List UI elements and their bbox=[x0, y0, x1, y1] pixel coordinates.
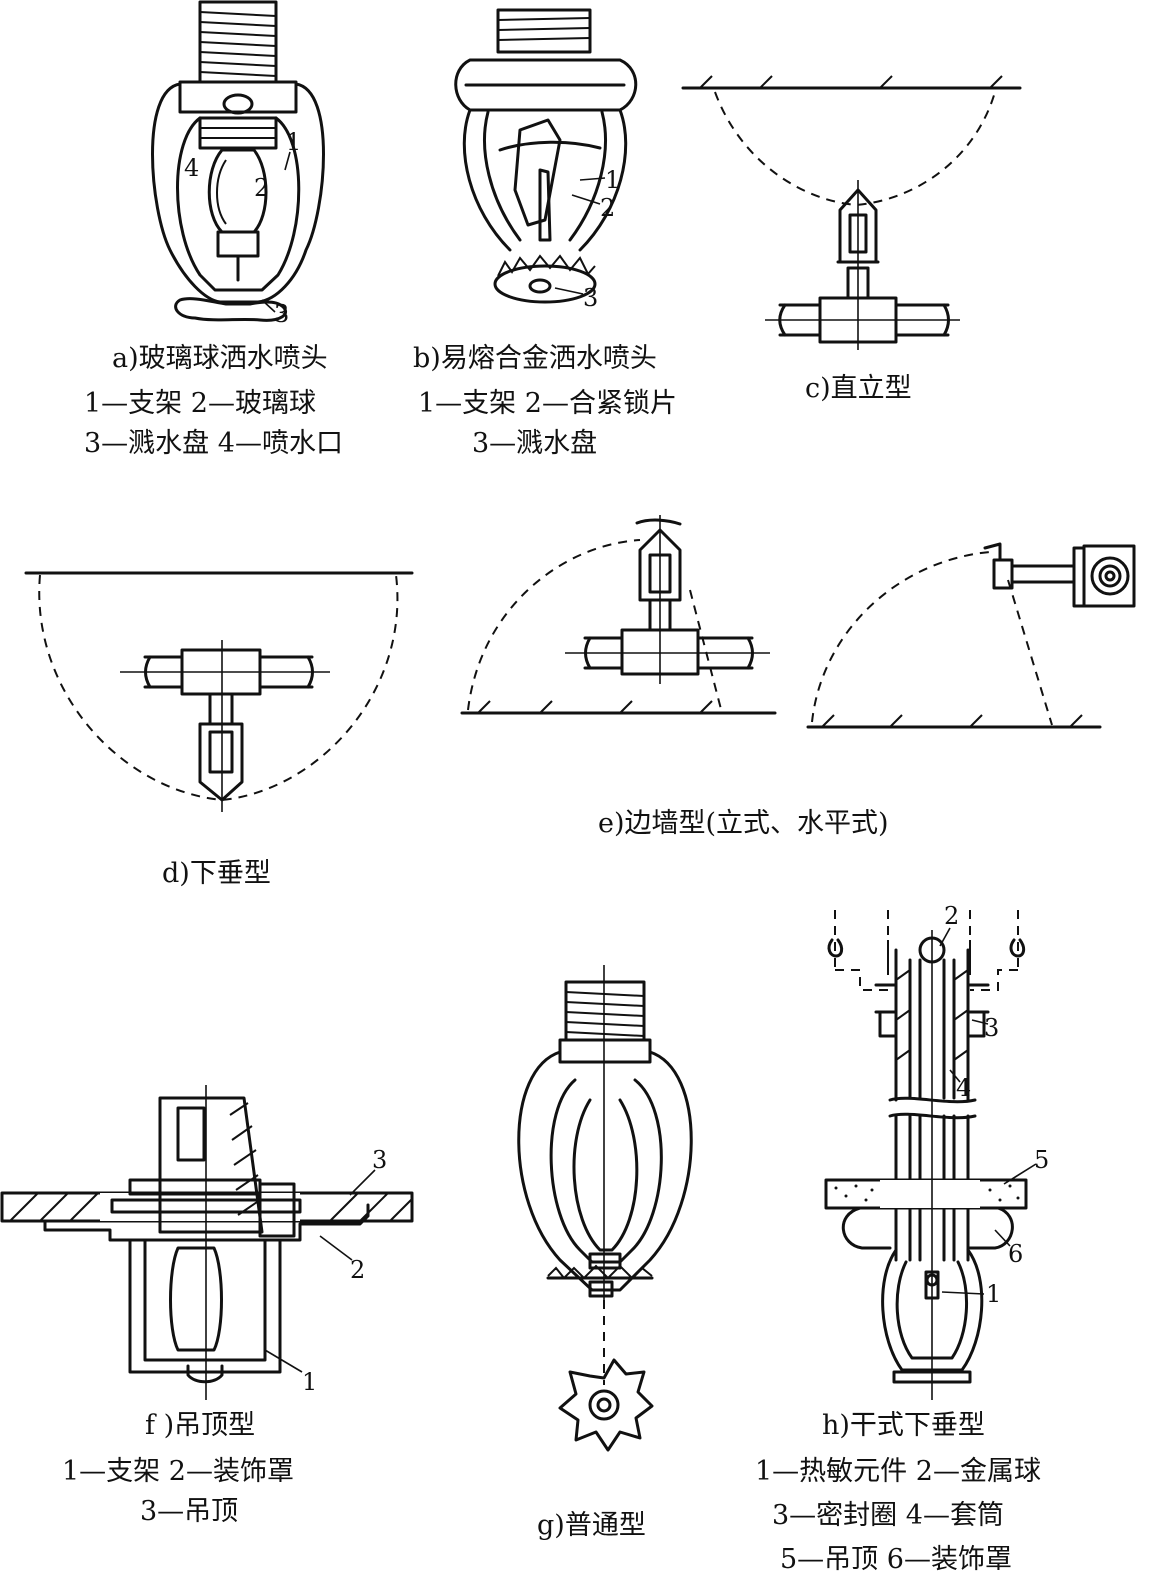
figure-b-legend-line-1: 1—支架 2—合紧锁片 bbox=[418, 388, 677, 419]
figure-h-label-2: 2 bbox=[944, 902, 959, 930]
figure-a-caption: a)玻璃球洒水喷头 bbox=[112, 343, 328, 374]
figure-e-caption: e)边墙型(立式、水平式) bbox=[598, 808, 889, 839]
figure-h-legend-line-3: 5—吊顶 6—装饰罩 bbox=[780, 1544, 1012, 1575]
figure-h-legend-line-2: 3—密封圈 4—套筒 bbox=[772, 1500, 1004, 1531]
figure-a-legend-line-2: 3—溅水盘 4—喷水口 bbox=[84, 428, 343, 459]
figure-h-label-6: 6 bbox=[1008, 1240, 1023, 1268]
figure-b-label-3: 3 bbox=[583, 284, 598, 312]
figure-b-label-1: 1 bbox=[605, 166, 620, 194]
figure-b-label-2: 2 bbox=[600, 194, 615, 222]
figure-a-label-4: 4 bbox=[184, 154, 199, 182]
figure-b-drawing: 1 2 3 bbox=[454, 8, 638, 312]
figure-f-label-1: 1 bbox=[302, 1368, 317, 1396]
figure-h-label-1: 1 bbox=[986, 1280, 1001, 1308]
figure-a-label-3: 3 bbox=[274, 300, 289, 328]
figure-a-label-2: 2 bbox=[254, 174, 269, 202]
figure-f-caption: f )吊顶型 bbox=[145, 1410, 256, 1441]
figure-f-legend-line-2: 3—吊顶 bbox=[140, 1496, 239, 1527]
figure-h-drawing: 2 3 4 5 6 1 bbox=[824, 902, 1049, 1400]
figure-d-caption: d)下垂型 bbox=[162, 858, 271, 889]
figure-h-caption: h)干式下垂型 bbox=[822, 1410, 985, 1441]
figure-h-label-3: 3 bbox=[984, 1014, 999, 1042]
figure-d-drawing bbox=[24, 571, 414, 812]
figure-b-legend-line-2: 3—溅水盘 bbox=[472, 428, 598, 459]
figure-f-label-3: 3 bbox=[372, 1146, 387, 1174]
figure-c-caption: c)直立型 bbox=[805, 373, 912, 404]
figure-f-drawing: 3 2 1 bbox=[0, 1085, 414, 1400]
figure-h-legend-line-1: 1—热敏元件 2—金属球 bbox=[755, 1456, 1041, 1487]
figure-e-drawing bbox=[460, 515, 1136, 729]
figure-g-drawing bbox=[517, 965, 693, 1452]
figure-f-label-2: 2 bbox=[350, 1256, 365, 1284]
figure-h-label-5: 5 bbox=[1034, 1146, 1049, 1174]
figure-c-drawing bbox=[681, 75, 1022, 350]
figure-a-drawing: 1 2 3 4 bbox=[151, 0, 325, 328]
figure-a-legend-line-1: 1—支架 2—玻璃球 bbox=[84, 388, 316, 419]
figure-a-label-1: 1 bbox=[286, 128, 301, 156]
figure-b-caption: b)易熔合金洒水喷头 bbox=[413, 343, 657, 374]
figure-h-label-4: 4 bbox=[956, 1074, 971, 1102]
figure-f-legend-line-1: 1—支架 2—装饰罩 bbox=[62, 1456, 294, 1487]
figure-g-caption: g)普通型 bbox=[537, 1510, 646, 1541]
